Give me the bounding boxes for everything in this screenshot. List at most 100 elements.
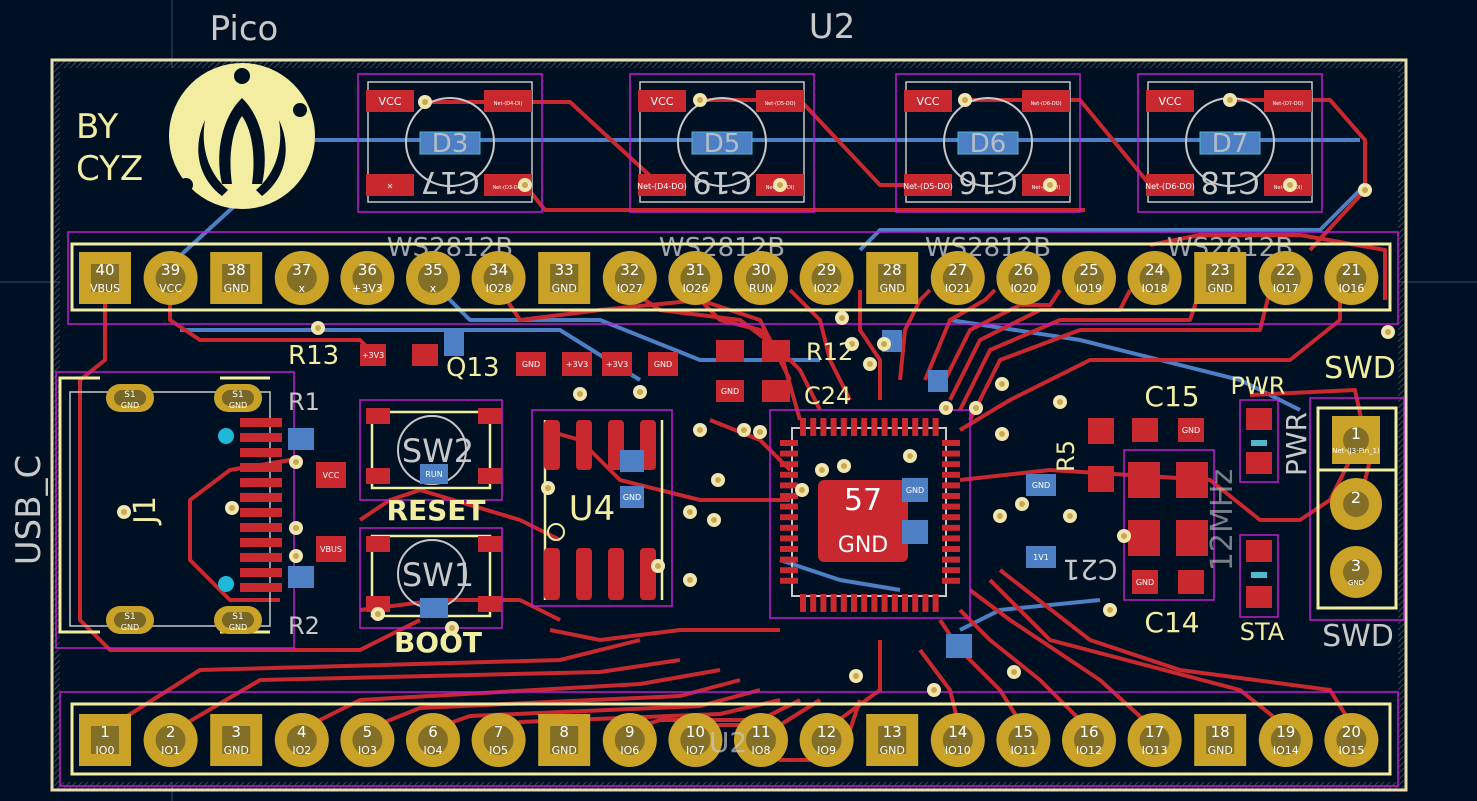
smd-pad-shape	[1088, 466, 1114, 492]
qfn-pin	[942, 450, 960, 457]
qfn-pin	[780, 524, 798, 531]
qfn-pin	[942, 503, 960, 510]
u4-flash-chip[interactable]	[531, 409, 673, 607]
qfn-pin	[922, 418, 929, 436]
smd-pad-net: GND	[1136, 578, 1154, 587]
pin-net: IO18	[1142, 282, 1168, 295]
qfn-pin	[851, 594, 857, 612]
qfn-pin	[810, 418, 817, 436]
smd-pad: GND	[716, 380, 744, 402]
via-drill	[711, 517, 717, 523]
ws2812b-led[interactable]: D6C16WS2812BVCCNet-(D6-DO)Net-(D5-DO)Net…	[895, 73, 1081, 263]
swd-pin[interactable]: 2	[1330, 478, 1382, 530]
pad-drill	[1139, 263, 1170, 293]
via-drill	[577, 391, 583, 397]
led-courtyard	[629, 73, 815, 213]
pin-number: 30	[751, 261, 770, 279]
via-drill	[999, 381, 1005, 387]
vias	[117, 93, 1395, 697]
via-drill	[1047, 182, 1053, 188]
pad-square	[79, 252, 131, 304]
pad-round	[274, 713, 329, 767]
led-ref: D7	[1212, 129, 1249, 159]
header-pin[interactable]: 35x	[406, 251, 460, 305]
qfn-pin	[912, 418, 919, 436]
qfn-pin	[881, 594, 888, 612]
led-sta	[1239, 534, 1279, 618]
switch-sw1[interactable]	[359, 527, 503, 629]
pad-square	[538, 252, 591, 304]
header-pin[interactable]: 36+3V3	[340, 251, 395, 305]
qfn-pin	[871, 418, 878, 436]
led-ref: D3	[432, 129, 469, 159]
byline-1: BY	[76, 107, 118, 147]
pad-drill	[680, 263, 711, 293]
switch-sw2[interactable]	[359, 399, 503, 501]
pin-number: 15	[1014, 723, 1033, 741]
usb-c-label: USB_C	[9, 455, 49, 566]
pin-net: IO14	[1273, 744, 1299, 757]
swd-connector[interactable]	[1309, 397, 1405, 621]
smd-pad: GND	[620, 486, 644, 508]
pad-drill	[1336, 725, 1367, 755]
led-pad-net: ✕	[387, 182, 394, 191]
header-pin[interactable]: 37x	[274, 251, 329, 305]
pad-drill	[418, 725, 448, 755]
pad-round	[668, 713, 723, 767]
pin-net: IO0	[96, 744, 115, 757]
pwr-silk-label: PWR	[1231, 372, 1286, 400]
qfn-pin	[810, 594, 817, 612]
shield-slot	[114, 390, 146, 406]
smd-pad-shape	[648, 352, 678, 376]
pad-round	[1324, 713, 1379, 767]
pad-drill	[1336, 263, 1367, 293]
led-courtyard	[895, 73, 1081, 213]
usb-signal-pad	[240, 583, 282, 592]
pin-number: 11	[751, 723, 770, 741]
qfn-pin	[830, 418, 837, 436]
rp2040-qfn[interactable]	[769, 409, 971, 619]
usb-locator-hole	[218, 428, 234, 444]
led-pad	[484, 90, 532, 112]
